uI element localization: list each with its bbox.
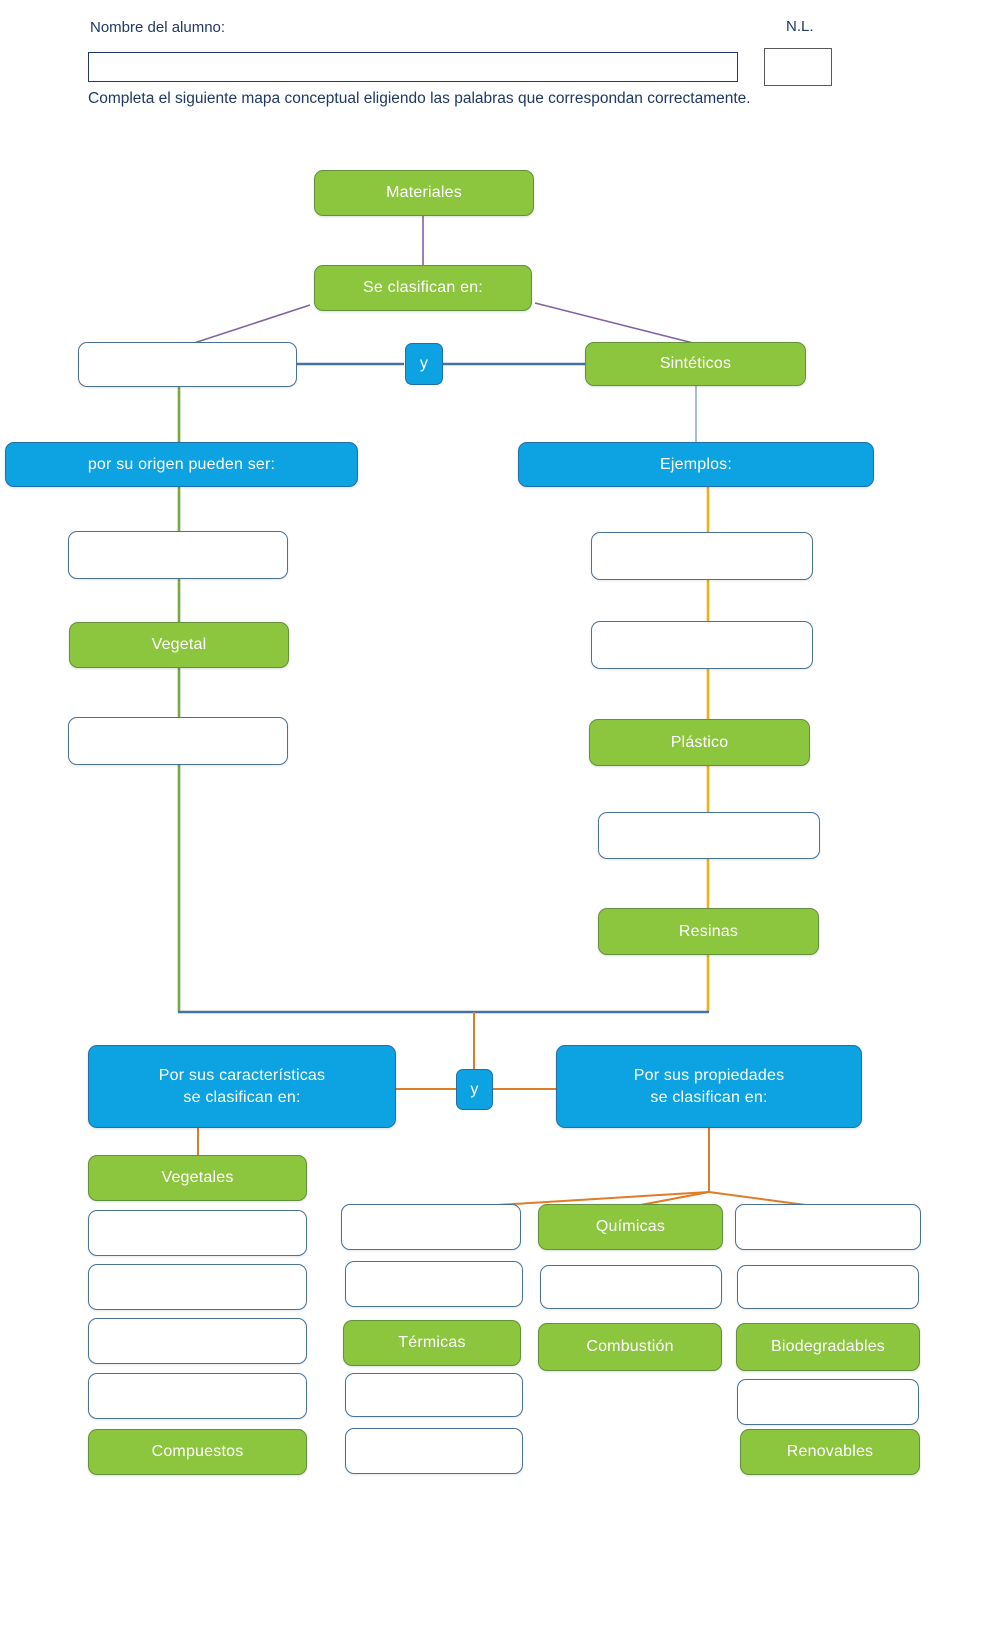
col2-item-0[interactable] — [341, 1204, 521, 1250]
col2-item-1[interactable] — [345, 1261, 523, 1307]
header-por-sus-propiedades[interactable]: Por sus propiedades se clasifican en: — [556, 1045, 862, 1128]
connector-y-top: y — [405, 343, 443, 385]
student-name-input[interactable] — [88, 52, 738, 82]
origin-item-1[interactable]: Vegetal — [69, 622, 289, 668]
example-item-0[interactable] — [591, 532, 813, 580]
col4-item-3[interactable] — [737, 1379, 919, 1425]
col2-item-3[interactable] — [345, 1373, 523, 1417]
example-item-3[interactable] — [598, 812, 820, 859]
origin-item-0[interactable] — [68, 531, 288, 579]
characteristics-line-2: se clasifican en: — [183, 1088, 301, 1106]
col1-item-0[interactable]: Vegetales — [88, 1155, 307, 1201]
list-number-label: N.L. — [786, 18, 814, 35]
instruction-text: Completa el siguiente mapa conceptual el… — [88, 90, 751, 107]
col3-item-2[interactable]: Combustión — [538, 1323, 722, 1371]
header-por-su-origen[interactable]: por su origen pueden ser: — [5, 442, 358, 487]
properties-line-2: se clasifican en: — [650, 1088, 768, 1106]
node-sinteticos[interactable]: Sintéticos — [585, 342, 806, 386]
example-item-1[interactable] — [591, 621, 813, 669]
col2-item-2[interactable]: Térmicas — [343, 1320, 521, 1366]
example-item-2[interactable]: Plástico — [589, 719, 810, 766]
student-name-label: Nombre del alumno: — [90, 19, 226, 36]
col1-item-5[interactable]: Compuestos — [88, 1429, 307, 1475]
col1-item-3[interactable] — [88, 1318, 307, 1364]
col4-item-2[interactable]: Biodegradables — [736, 1323, 920, 1371]
col4-item-1[interactable] — [737, 1265, 919, 1309]
characteristics-line-1: Por sus características — [158, 1066, 326, 1084]
header-ejemplos[interactable]: Ejemplos: — [518, 442, 874, 487]
origin-item-2[interactable] — [68, 717, 288, 765]
connector-y-bottom: y — [456, 1069, 493, 1110]
col1-item-2[interactable] — [88, 1264, 307, 1310]
blank-naturales[interactable] — [78, 342, 297, 387]
col1-item-4[interactable] — [88, 1373, 307, 1419]
node-materiales[interactable]: Materiales — [314, 170, 534, 216]
col3-item-0[interactable]: Químicas — [538, 1204, 723, 1250]
worksheet-header: Nombre del alumno: N.L. Completa el sigu… — [0, 0, 1000, 118]
list-number-input[interactable] — [764, 48, 832, 86]
col4-item-0[interactable] — [735, 1204, 921, 1250]
header-por-sus-caracteristicas[interactable]: Por sus características se clasifican en… — [88, 1045, 396, 1128]
node-se-clasifican-en[interactable]: Se clasifican en: — [314, 265, 532, 311]
example-item-4[interactable]: Resinas — [598, 908, 819, 955]
col3-item-1[interactable] — [540, 1265, 722, 1309]
col4-item-4[interactable]: Renovables — [740, 1429, 920, 1475]
col2-item-4[interactable] — [345, 1428, 523, 1474]
properties-line-1: Por sus propiedades — [633, 1066, 785, 1084]
col1-item-1[interactable] — [88, 1210, 307, 1256]
